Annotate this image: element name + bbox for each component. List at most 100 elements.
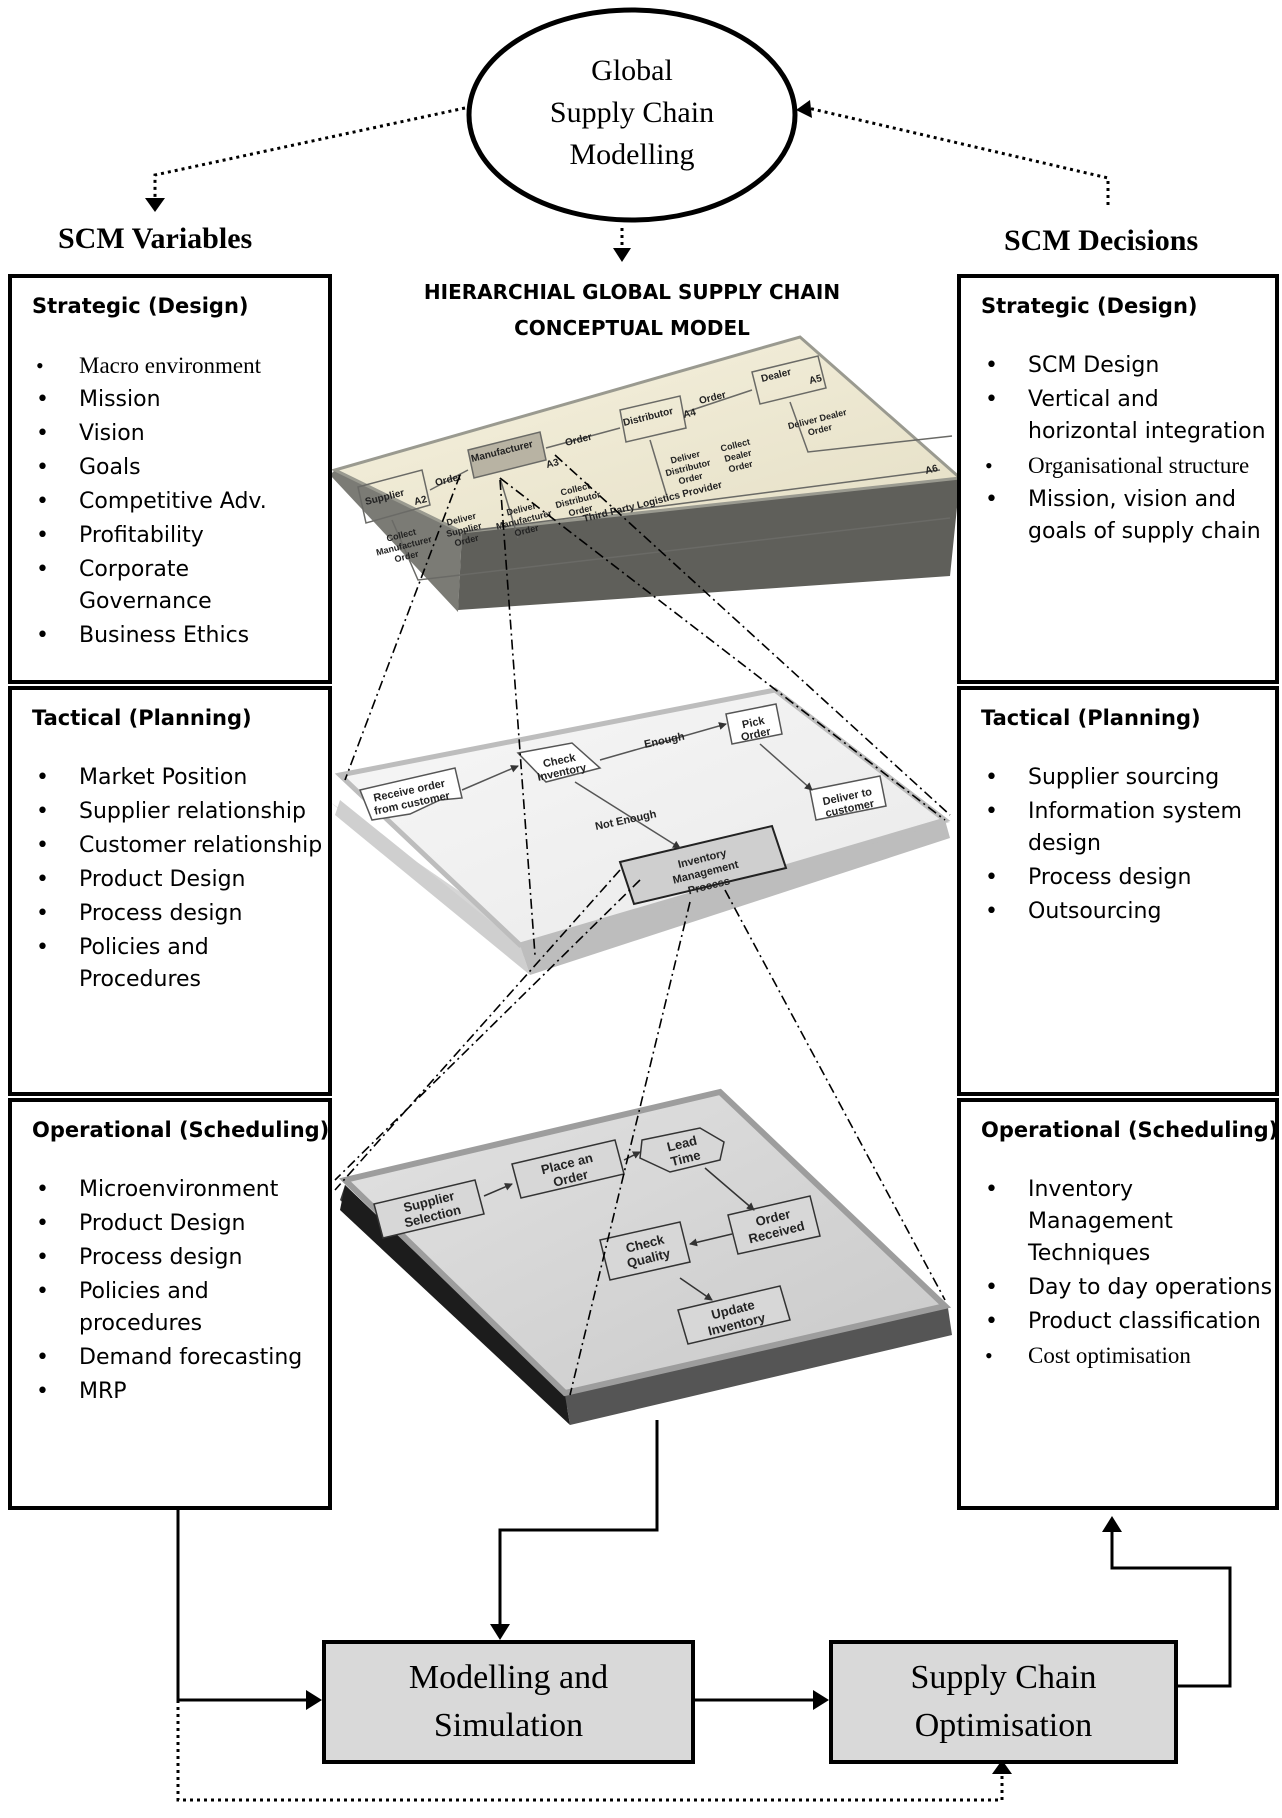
ellipse-text: Global Supply Chain Modelling <box>500 50 764 176</box>
arrowhead-modelling <box>490 1624 510 1640</box>
variables-strategic-list: Macro environmentMissionVisionGoalsCompe… <box>12 350 328 654</box>
modelling-line-2: Simulation <box>433 1707 584 1744</box>
list-item: Profitability <box>12 520 328 552</box>
arrowhead-optimisation-dotted <box>992 1760 1012 1774</box>
list-item: Market Position <box>12 762 328 794</box>
decisions-tactical-box: Tactical (Planning) Supplier sourcingInf… <box>957 686 1279 1096</box>
optimisation-line-2: Optimisation <box>914 1707 1093 1744</box>
top-box-supplier <box>357 469 431 524</box>
scm-variables-header: SCM Variables <box>58 222 253 255</box>
list-item: Macro environment <box>12 350 328 382</box>
top-deliver-distributor-label: DeliverDistributorOrder <box>662 447 715 489</box>
bot-lead-time-label: LeadTime <box>665 1133 702 1169</box>
variables-operational-list: MicroenvironmentProduct DesignProcess de… <box>12 1174 328 1410</box>
list-item: SCM Design <box>961 350 1275 382</box>
arrowhead-modelling-left <box>306 1690 322 1710</box>
modelling-simulation-box: Modelling and Simulation <box>322 1640 695 1764</box>
variables-tactical-heading: Tactical (Planning) <box>32 706 252 730</box>
variables-operational-heading: Operational (Scheduling) <box>32 1118 330 1142</box>
ellipse-line-3: Modelling <box>569 138 695 171</box>
ellipse-line-2: Supply Chain <box>549 96 715 129</box>
list-item: Goals <box>12 452 328 484</box>
mid-pick-order-label-line: Pick <box>741 715 766 732</box>
list-item: Supplier sourcing <box>961 762 1275 794</box>
variables-to-modelling-line <box>176 1510 308 1702</box>
mid-receive-order-shape <box>358 767 463 821</box>
list-item: Process design <box>961 862 1275 894</box>
global-ellipse <box>466 7 798 223</box>
list-item: Mission, vision and goals of supply chai… <box>961 484 1275 548</box>
list-item: Organisational structure <box>961 450 1275 482</box>
list-item: Customer relationship <box>12 830 328 862</box>
bot-place-order-box <box>511 1139 625 1199</box>
ellipse-line-1: Global <box>591 54 673 87</box>
list-item: Product Design <box>12 1208 328 1240</box>
optimisation-to-decisions-line <box>1110 1530 1232 1688</box>
decisions-tactical-heading: Tactical (Planning) <box>981 706 1201 730</box>
variables-strategic-heading: Strategic (Design) <box>32 294 249 318</box>
decisions-operational-heading: Operational (Scheduling) <box>981 1118 1279 1142</box>
arrowhead-decisions <box>1102 1516 1122 1532</box>
modelling-line-1: Modelling and <box>408 1659 609 1696</box>
list-item: Inventory Management Techniques <box>961 1174 1275 1270</box>
mid-check-inventory-diamond <box>516 742 602 783</box>
top-a4-label: A4 <box>682 407 697 421</box>
list-item: Business Ethics <box>12 620 328 652</box>
list-item: Vertical and horizontal integration <box>961 384 1275 448</box>
list-item: Product classification <box>961 1306 1275 1338</box>
variables-strategic-box: Strategic (Design) Macro environmentMiss… <box>8 274 332 684</box>
top-box-manufacturer <box>467 431 547 479</box>
variables-tactical-box: Tactical (Planning) Market PositionSuppl… <box>8 686 332 1096</box>
decisions-strategic-heading: Strategic (Design) <box>981 294 1198 318</box>
decisions-operational-box: Operational (Scheduling) Inventory Manag… <box>957 1098 1279 1510</box>
arrowhead-variables <box>145 198 165 212</box>
variables-to-optimisation-dotted-line <box>176 1700 1004 1802</box>
bot-lead-time-label-line: Time <box>669 1147 702 1169</box>
center-title-line-1: HIERARCHIAL GLOBAL SUPPLY CHAIN <box>423 280 841 304</box>
platform-mid: Receive orderfrom customerCheckInventory… <box>330 687 951 975</box>
top-a5-label: A5 <box>808 373 823 387</box>
bot-update-inventory-box <box>677 1285 791 1345</box>
decisions-strategic-box: Strategic (Design) SCM DesignVertical an… <box>957 274 1279 684</box>
list-item: Corporate Governance <box>12 554 328 618</box>
list-item: Outsourcing <box>961 896 1275 928</box>
top-a6-label: A6 <box>924 463 939 477</box>
list-item: Policies and Procedures <box>12 932 328 996</box>
decisions-to-ellipse-connector <box>807 106 1110 205</box>
mid-inventory-process-label: InventoryManagementProcess <box>668 845 743 900</box>
bot-check-quality-box <box>599 1221 691 1281</box>
projection-lines <box>334 454 951 1396</box>
list-item: Vision <box>12 418 328 450</box>
variables-tactical-list: Market PositionSupplier relationshipCust… <box>12 762 328 998</box>
supply-chain-optimisation-box: Supply Chain Optimisation <box>829 1640 1178 1764</box>
list-item: Supplier relationship <box>12 796 328 828</box>
center-title-line-2: CONCEPTUAL MODEL <box>514 316 750 340</box>
list-item: Microenvironment <box>12 1174 328 1206</box>
top-box-distributor <box>619 395 687 443</box>
bot-supplier-selection-box <box>373 1179 485 1239</box>
top-a3-label: A3 <box>545 457 560 471</box>
optimisation-line-1: Supply Chain <box>910 1659 1097 1696</box>
list-item: Day to day operations <box>961 1272 1275 1304</box>
platform-top: Supplier A2 Manufacturer A3 Distributor … <box>330 335 964 612</box>
ellipse-connectors <box>153 106 1110 248</box>
platform-to-modelling-line <box>498 1420 659 1626</box>
list-item: Policies and procedures <box>12 1276 328 1340</box>
center-title: HIERARCHIAL GLOBAL SUPPLY CHAIN CONCEPTU… <box>392 274 872 346</box>
arrowhead-ellipse <box>796 100 812 118</box>
top-box-dealer <box>751 355 827 405</box>
list-item: Information system design <box>961 796 1275 860</box>
bot-lead-time-label-line: Lead <box>665 1133 698 1155</box>
decisions-operational-list: Inventory Management TechniquesDay to da… <box>961 1174 1275 1374</box>
ellipse-to-variables-connector <box>153 106 466 200</box>
list-item: Demand forecasting <box>12 1342 328 1374</box>
list-item: Mission <box>12 384 328 416</box>
arrowhead-optimisation <box>813 1690 829 1710</box>
mid-deliver-box <box>809 775 887 821</box>
scm-decisions-header: SCM Decisions <box>1004 224 1199 257</box>
top-a2-label: A2 <box>413 494 428 508</box>
